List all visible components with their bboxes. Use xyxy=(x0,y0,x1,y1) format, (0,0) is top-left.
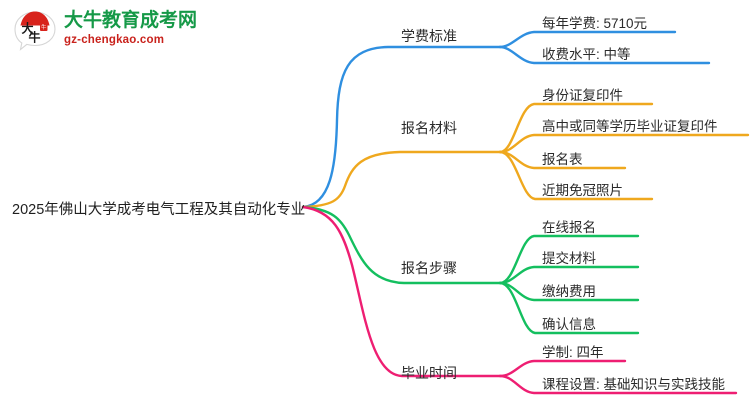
leaf-label-id-copy[interactable]: 身份证复印件 xyxy=(542,88,623,103)
leaf-label-study-duration[interactable]: 学制: 四年 xyxy=(542,345,604,360)
logo-mark-icon: 牛 大 牛 xyxy=(14,11,56,51)
leaf-label-confirm-info[interactable]: 确认信息 xyxy=(542,317,596,332)
branch-label-tuition[interactable]: 学费标准 xyxy=(401,28,457,44)
logo-subtitle: gz-chengkao.com xyxy=(64,34,165,46)
branch-connector-tuition xyxy=(301,30,711,209)
leaf-label-diploma-copy[interactable]: 高中或同等学历毕业证复印件 xyxy=(542,119,718,134)
svg-text:牛: 牛 xyxy=(28,30,40,45)
leaf-label-annual-tuition[interactable]: 每年学费: 5710元 xyxy=(542,16,648,31)
leaf-label-application-form[interactable]: 报名表 xyxy=(542,152,583,167)
mindmap-root-node[interactable]: 2025年佛山大学成考电气工程及其自动化专业 xyxy=(12,202,306,218)
branch-connector-steps xyxy=(301,205,640,335)
branch-label-graduation[interactable]: 毕业时间 xyxy=(401,365,457,381)
svg-text:大: 大 xyxy=(21,21,33,36)
leaf-label-curriculum[interactable]: 课程设置: 基础知识与实践技能 xyxy=(542,377,726,392)
leaf-label-recent-photo[interactable]: 近期免冠照片 xyxy=(542,183,623,198)
site-logo: 牛 大 牛 大牛教育成考网 gz-chengkao.com xyxy=(12,6,212,56)
branch-label-materials[interactable]: 报名材料 xyxy=(401,120,457,136)
branch-connector-materials xyxy=(301,102,750,209)
leaf-label-pay-fees[interactable]: 缴纳费用 xyxy=(542,284,596,299)
leaf-label-fee-level[interactable]: 收费水平: 中等 xyxy=(542,47,631,62)
logo-text-block: 大牛教育成考网 gz-chengkao.com xyxy=(64,10,214,48)
leaf-label-submit-materials[interactable]: 提交材料 xyxy=(542,251,596,266)
branch-connector-graduation xyxy=(301,205,738,395)
branch-label-steps[interactable]: 报名步骤 xyxy=(401,260,457,276)
svg-text:牛: 牛 xyxy=(41,23,47,31)
leaf-label-online-registration[interactable]: 在线报名 xyxy=(542,220,596,235)
logo-title: 大牛教育成考网 xyxy=(64,10,198,31)
